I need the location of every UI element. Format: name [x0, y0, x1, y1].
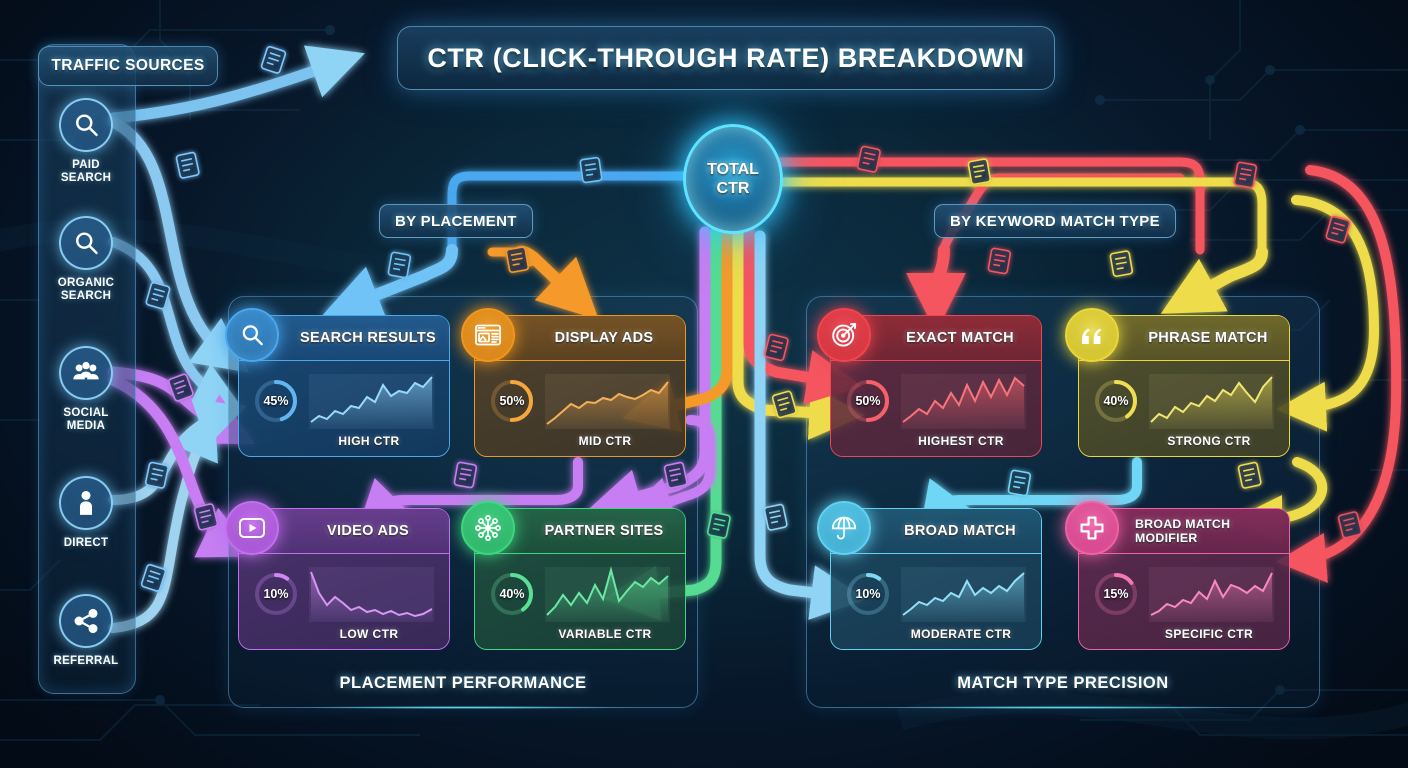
card-broad-match-modifier[interactable]: BROAD MATCH MODIFIER 15% SPECIFIC CTR	[1065, 501, 1290, 650]
magnifier-icon	[225, 308, 279, 362]
percent-value: 45%	[263, 394, 289, 408]
card-ctr-label: MID CTR	[578, 434, 632, 448]
sidebar-item-label: REFERRAL	[53, 655, 119, 667]
branch-by-placement[interactable]: BY PLACEMENT	[379, 204, 533, 238]
percent-value: 10%	[263, 587, 289, 601]
percent-ring	[255, 573, 297, 615]
sparkline-chart	[545, 566, 670, 622]
percent-value: 10%	[855, 587, 881, 601]
person-icon	[59, 476, 113, 530]
percent-value: 15%	[1103, 587, 1129, 601]
card-title: BROAD MATCH	[904, 523, 1016, 539]
sparkline-chart	[901, 374, 1026, 429]
branch-label: BY PLACEMENT	[395, 212, 517, 230]
traffic-sources-title-label: TRAFFIC SOURCES	[51, 57, 205, 74]
card-ctr-label: VARIABLE CTR	[558, 627, 652, 641]
card-ctr-label: MODERATE CTR	[910, 627, 1012, 641]
sidebar-item-direct[interactable]: DIRECT	[38, 476, 134, 550]
percent-value: 40%	[499, 587, 525, 601]
card-video-ads[interactable]: VIDEO ADS 10% LOW CTR	[225, 501, 450, 650]
display-banner-icon	[461, 308, 515, 362]
plus-sign-icon	[1065, 501, 1119, 555]
percent-value: 40%	[1103, 394, 1129, 408]
card-ctr-label: LOW CTR	[339, 627, 399, 641]
card-title: VIDEO ADS	[327, 523, 409, 539]
total-ctr-hub[interactable]: TOTAL CTR	[683, 124, 783, 234]
card-ctr-label: HIGHEST CTR	[918, 434, 1004, 448]
sparkline-chart	[1149, 374, 1274, 429]
card-display-ads[interactable]: DISPLAY ADS 50% MID CTR	[461, 308, 686, 457]
percent-ring	[1095, 573, 1137, 615]
sidebar-item-referral[interactable]: REFERRAL	[38, 594, 134, 668]
percent-ring	[491, 380, 533, 422]
card-ctr-label: HIGH CTR	[338, 434, 400, 448]
card-broad-match[interactable]: BROAD MATCH 10% MODERATE CTR	[817, 501, 1042, 650]
percent-value: 50%	[855, 394, 881, 408]
percent-ring	[255, 380, 297, 422]
target-dart-icon	[817, 308, 871, 362]
card-title: BROAD MATCH MODIFIER	[1135, 517, 1231, 545]
percent-ring	[1095, 380, 1137, 422]
card-search-results[interactable]: SEARCH RESULTS 45% HIGH CTR	[225, 308, 450, 457]
page-title-text: CTR (CLICK-THROUGH RATE) BREAKDOWN	[427, 42, 1025, 73]
hub-label-line2: CTR	[716, 180, 750, 197]
sparkline-chart	[901, 567, 1026, 622]
branch-label: BY KEYWORD MATCH TYPE	[950, 212, 1160, 230]
sparkline-chart	[309, 567, 434, 622]
quote-marks-icon	[1065, 308, 1119, 362]
card-title: EXACT MATCH	[906, 330, 1014, 346]
magnifier-icon	[59, 216, 113, 270]
card-title: DISPLAY ADS	[554, 330, 654, 346]
card-exact-match[interactable]: EXACT MATCH 50% HIGHEST CTR	[817, 308, 1042, 457]
sidebar-item-label: DIRECT	[63, 537, 109, 549]
card-ctr-label: STRONG CTR	[1167, 434, 1251, 448]
play-button-icon	[225, 501, 279, 555]
card-title: PHRASE MATCH	[1148, 330, 1268, 346]
umbrella-icon	[817, 501, 871, 555]
page-title: CTR (CLICK-THROUGH RATE) BREAKDOWN	[397, 26, 1055, 90]
card-ctr-label: SPECIFIC CTR	[1164, 627, 1254, 641]
sparkline-chart	[545, 374, 670, 429]
card-title: SEARCH RESULTS	[299, 330, 437, 346]
sparkline-chart	[1149, 567, 1274, 622]
percent-ring	[847, 573, 889, 615]
hub-label-line1: TOTAL	[707, 161, 759, 178]
group-label: MATCH TYPE PRECISION	[957, 674, 1169, 692]
card-title: PARTNER SITES	[544, 523, 664, 539]
percent-value: 50%	[499, 394, 525, 408]
card-partner-sites[interactable]: PARTNER SITES 40% VARIABLE CTR	[461, 501, 686, 650]
percent-ring	[491, 573, 533, 615]
sparkline-chart	[309, 374, 434, 429]
traffic-sources-title: TRAFFIC SOURCES	[38, 46, 218, 86]
people-group-icon	[59, 346, 113, 400]
network-nodes-icon	[461, 501, 515, 555]
branch-by-keyword-match-type[interactable]: BY KEYWORD MATCH TYPE	[934, 204, 1176, 238]
share-nodes-icon	[59, 594, 113, 648]
card-phrase-match[interactable]: PHRASE MATCH 40% STRONG CTR	[1065, 308, 1290, 457]
group-label: PLACEMENT PERFORMANCE	[339, 674, 587, 692]
percent-ring	[847, 380, 889, 422]
magnifier-icon	[59, 98, 113, 152]
